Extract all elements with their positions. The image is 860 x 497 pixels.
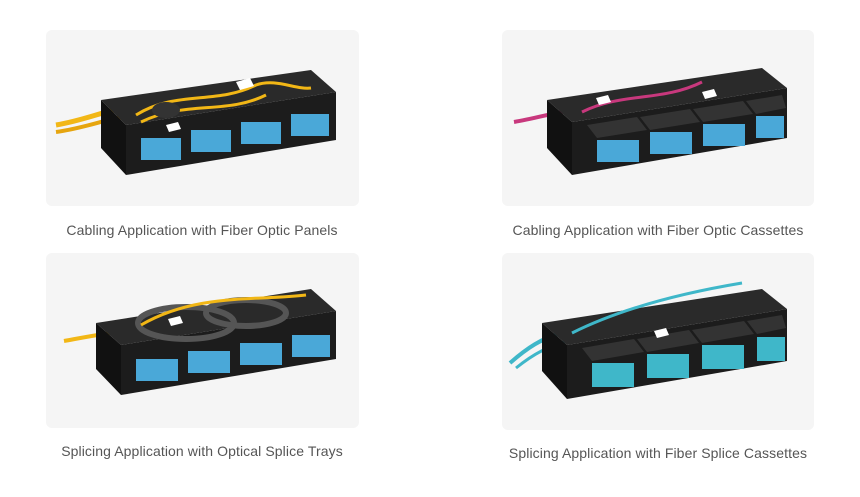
product-image-splice-trays	[46, 253, 359, 428]
caption-fiber-cassettes: Cabling Application with Fiber Optic Cas…	[512, 222, 804, 238]
caption-splice-cassettes: Splicing Application with Fiber Splice C…	[508, 445, 808, 461]
enclosure-illustration	[63, 289, 336, 395]
product-image-fiber-cassettes	[502, 30, 814, 206]
enclosure-illustration	[55, 70, 336, 175]
product-image-fiber-panels	[46, 30, 359, 206]
caption-splice-trays: Splicing Application with Optical Splice…	[61, 443, 343, 459]
enclosure-illustration	[508, 281, 787, 399]
caption-fiber-panels: Cabling Application with Fiber Optic Pan…	[66, 222, 338, 238]
enclosure-illustration	[513, 68, 787, 175]
product-image-splice-cassettes	[502, 253, 814, 430]
